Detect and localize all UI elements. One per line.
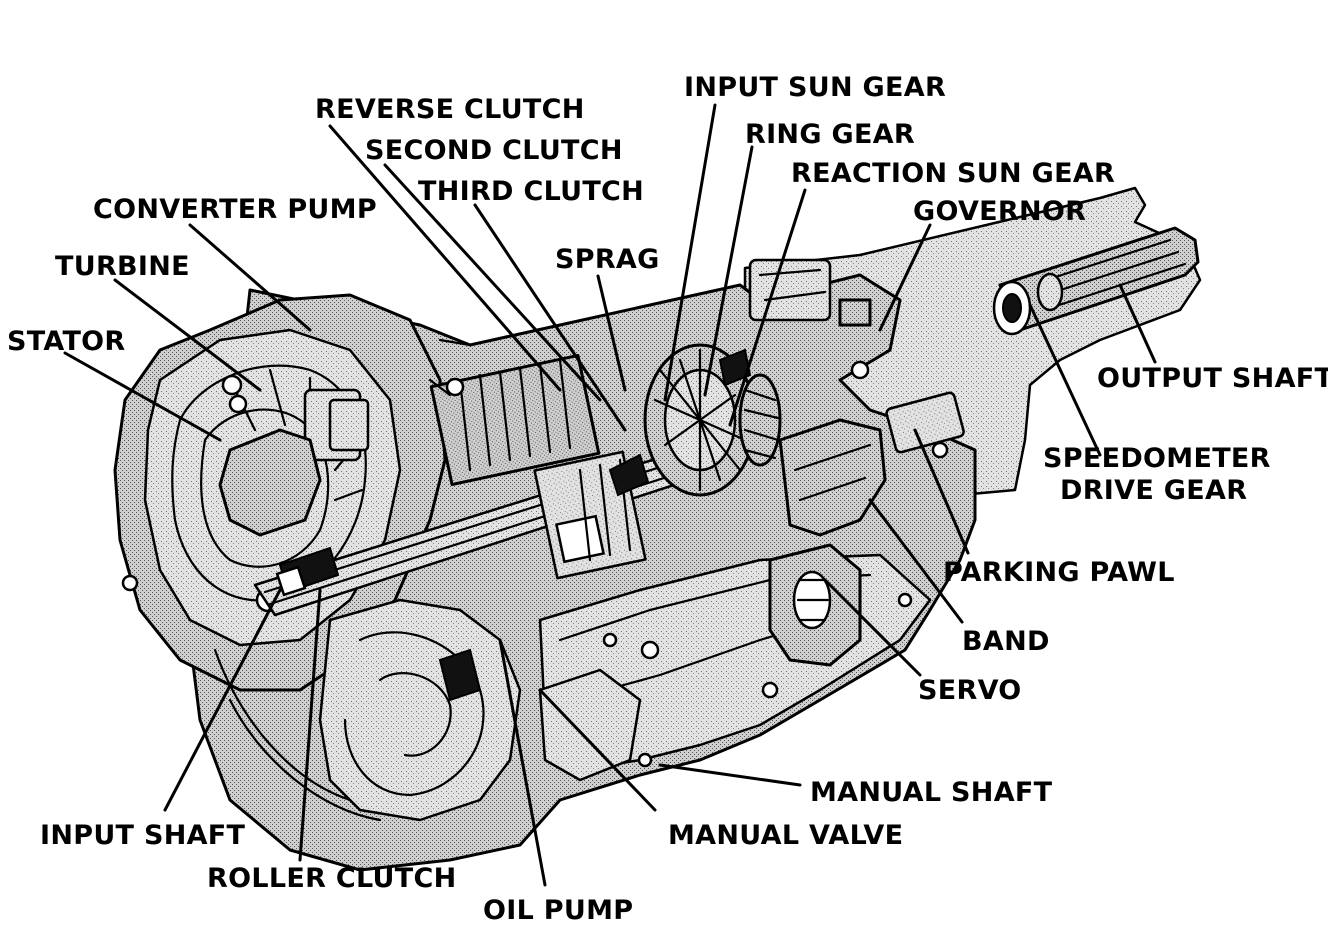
leader-oil-pump [498,638,547,887]
label-input-sun-gear: INPUT SUN GEAR [684,72,946,103]
leader-input-shaft [163,588,282,812]
leader-turbine [113,278,262,392]
planetary-gearset [608,343,782,497]
label-output-shaft: OUTPUT SHAFT [1097,363,1328,394]
label-converter-pump: CONVERTER PUMP [93,194,377,225]
leader-lines [63,103,1157,887]
leader-manual-shaft [658,763,802,787]
label-speedometer-line2: DRIVE GEAR [1060,475,1247,506]
leader-output-shaft [1118,283,1157,364]
label-governor: GOVERNOR [913,196,1086,227]
label-band: BAND [962,626,1050,657]
label-servo: SERVO [918,675,1022,706]
leader-parking-pawl [913,428,970,555]
leader-roller-clutch [298,588,322,862]
label-oil-pump: OIL PUMP [483,895,633,926]
leader-ring-gear [703,145,754,397]
leader-converter-pump [188,223,312,332]
label-speedometer-line1: SPEEDOMETER [1043,443,1271,474]
transmission-illustration [113,186,1202,872]
part-labels: REVERSE CLUTCH SECOND CLUTCH THIRD CLUTC… [7,72,1328,926]
leader-speedometer-drive-gear [1028,303,1102,457]
label-reverse-clutch: REVERSE CLUTCH [315,94,585,125]
leader-reverse-clutch [328,124,562,392]
leader-reaction-sun-gear [728,188,807,427]
leader-second-clutch [383,163,602,402]
leader-sprag [596,274,627,392]
leader-third-clutch [473,203,627,432]
leader-manual-valve [538,688,657,812]
label-second-clutch: SECOND CLUTCH [365,135,623,166]
label-manual-valve: MANUAL VALVE [668,820,903,851]
label-roller-clutch: ROLLER CLUTCH [207,863,457,894]
label-third-clutch: THIRD CLUTCH [418,176,644,207]
leader-stator [63,351,222,442]
label-turbine: TURBINE [55,251,190,282]
leader-governor [878,223,932,332]
label-stator: STATOR [7,326,126,357]
leader-band [868,498,964,624]
label-ring-gear: RING GEAR [745,119,915,150]
label-parking-pawl: PARKING PAWL [943,557,1175,588]
leader-input-sun-gear [663,103,717,402]
label-input-shaft: INPUT SHAFT [40,820,246,851]
leader-servo [823,578,922,677]
label-manual-shaft: MANUAL SHAFT [810,777,1053,808]
label-reaction-sun-gear: REACTION SUN GEAR [791,158,1115,189]
label-sprag: SPRAG [555,244,660,275]
